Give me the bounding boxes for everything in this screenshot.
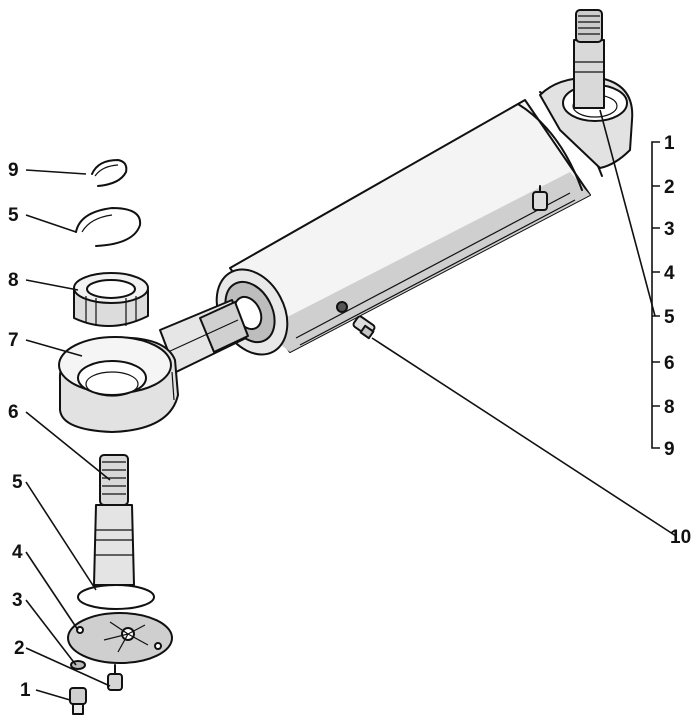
label-right-3: 3: [664, 219, 675, 240]
label-9-snap-ring: 9: [8, 160, 19, 181]
label-3-washer: 3: [12, 590, 23, 611]
grease-nipple-2: [107, 664, 123, 691]
label-1-bolt: 1: [20, 680, 31, 701]
bearing-8: [73, 272, 149, 327]
fitting-10: [352, 315, 376, 340]
label-8-bearing: 8: [8, 270, 19, 291]
retaining-ring-5: [75, 207, 142, 247]
right-labels: 1 2 3 4 5 6 8 9 10: [664, 133, 691, 548]
label-7-rod-eye: 7: [8, 330, 19, 351]
bolt-1: [69, 687, 87, 715]
label-5-ring: 5: [8, 205, 19, 226]
label-right-9: 9: [664, 439, 675, 460]
left-labels: 9 5 8 7 6 5 4 3 2 1: [8, 160, 31, 701]
label-2-nipple: 2: [14, 638, 25, 659]
leader-lines: [25, 109, 677, 701]
label-5-o-ring: 5: [12, 472, 23, 493]
rod-eye-lower: [58, 336, 179, 433]
snap-ring-9: [91, 159, 128, 187]
lower-pin-6: [93, 454, 135, 586]
barrel-fitting: [532, 185, 548, 211]
assembly-bracket: [651, 141, 660, 449]
label-6-pin: 6: [8, 402, 19, 423]
label-right-4: 4: [664, 263, 675, 284]
label-right-6: 6: [664, 353, 675, 374]
label-right-8: 8: [664, 397, 675, 418]
label-10-fitting: 10: [670, 527, 691, 548]
label-right-1: 1: [664, 133, 675, 154]
cylinder-barrel: [215, 91, 603, 356]
o-ring-5-lower: [77, 584, 155, 610]
label-4-end-plate: 4: [12, 542, 23, 563]
end-plate-4: [67, 612, 173, 664]
label-right-5: 5: [664, 307, 675, 328]
label-right-2: 2: [664, 177, 675, 198]
upper-pin: [573, 9, 605, 109]
